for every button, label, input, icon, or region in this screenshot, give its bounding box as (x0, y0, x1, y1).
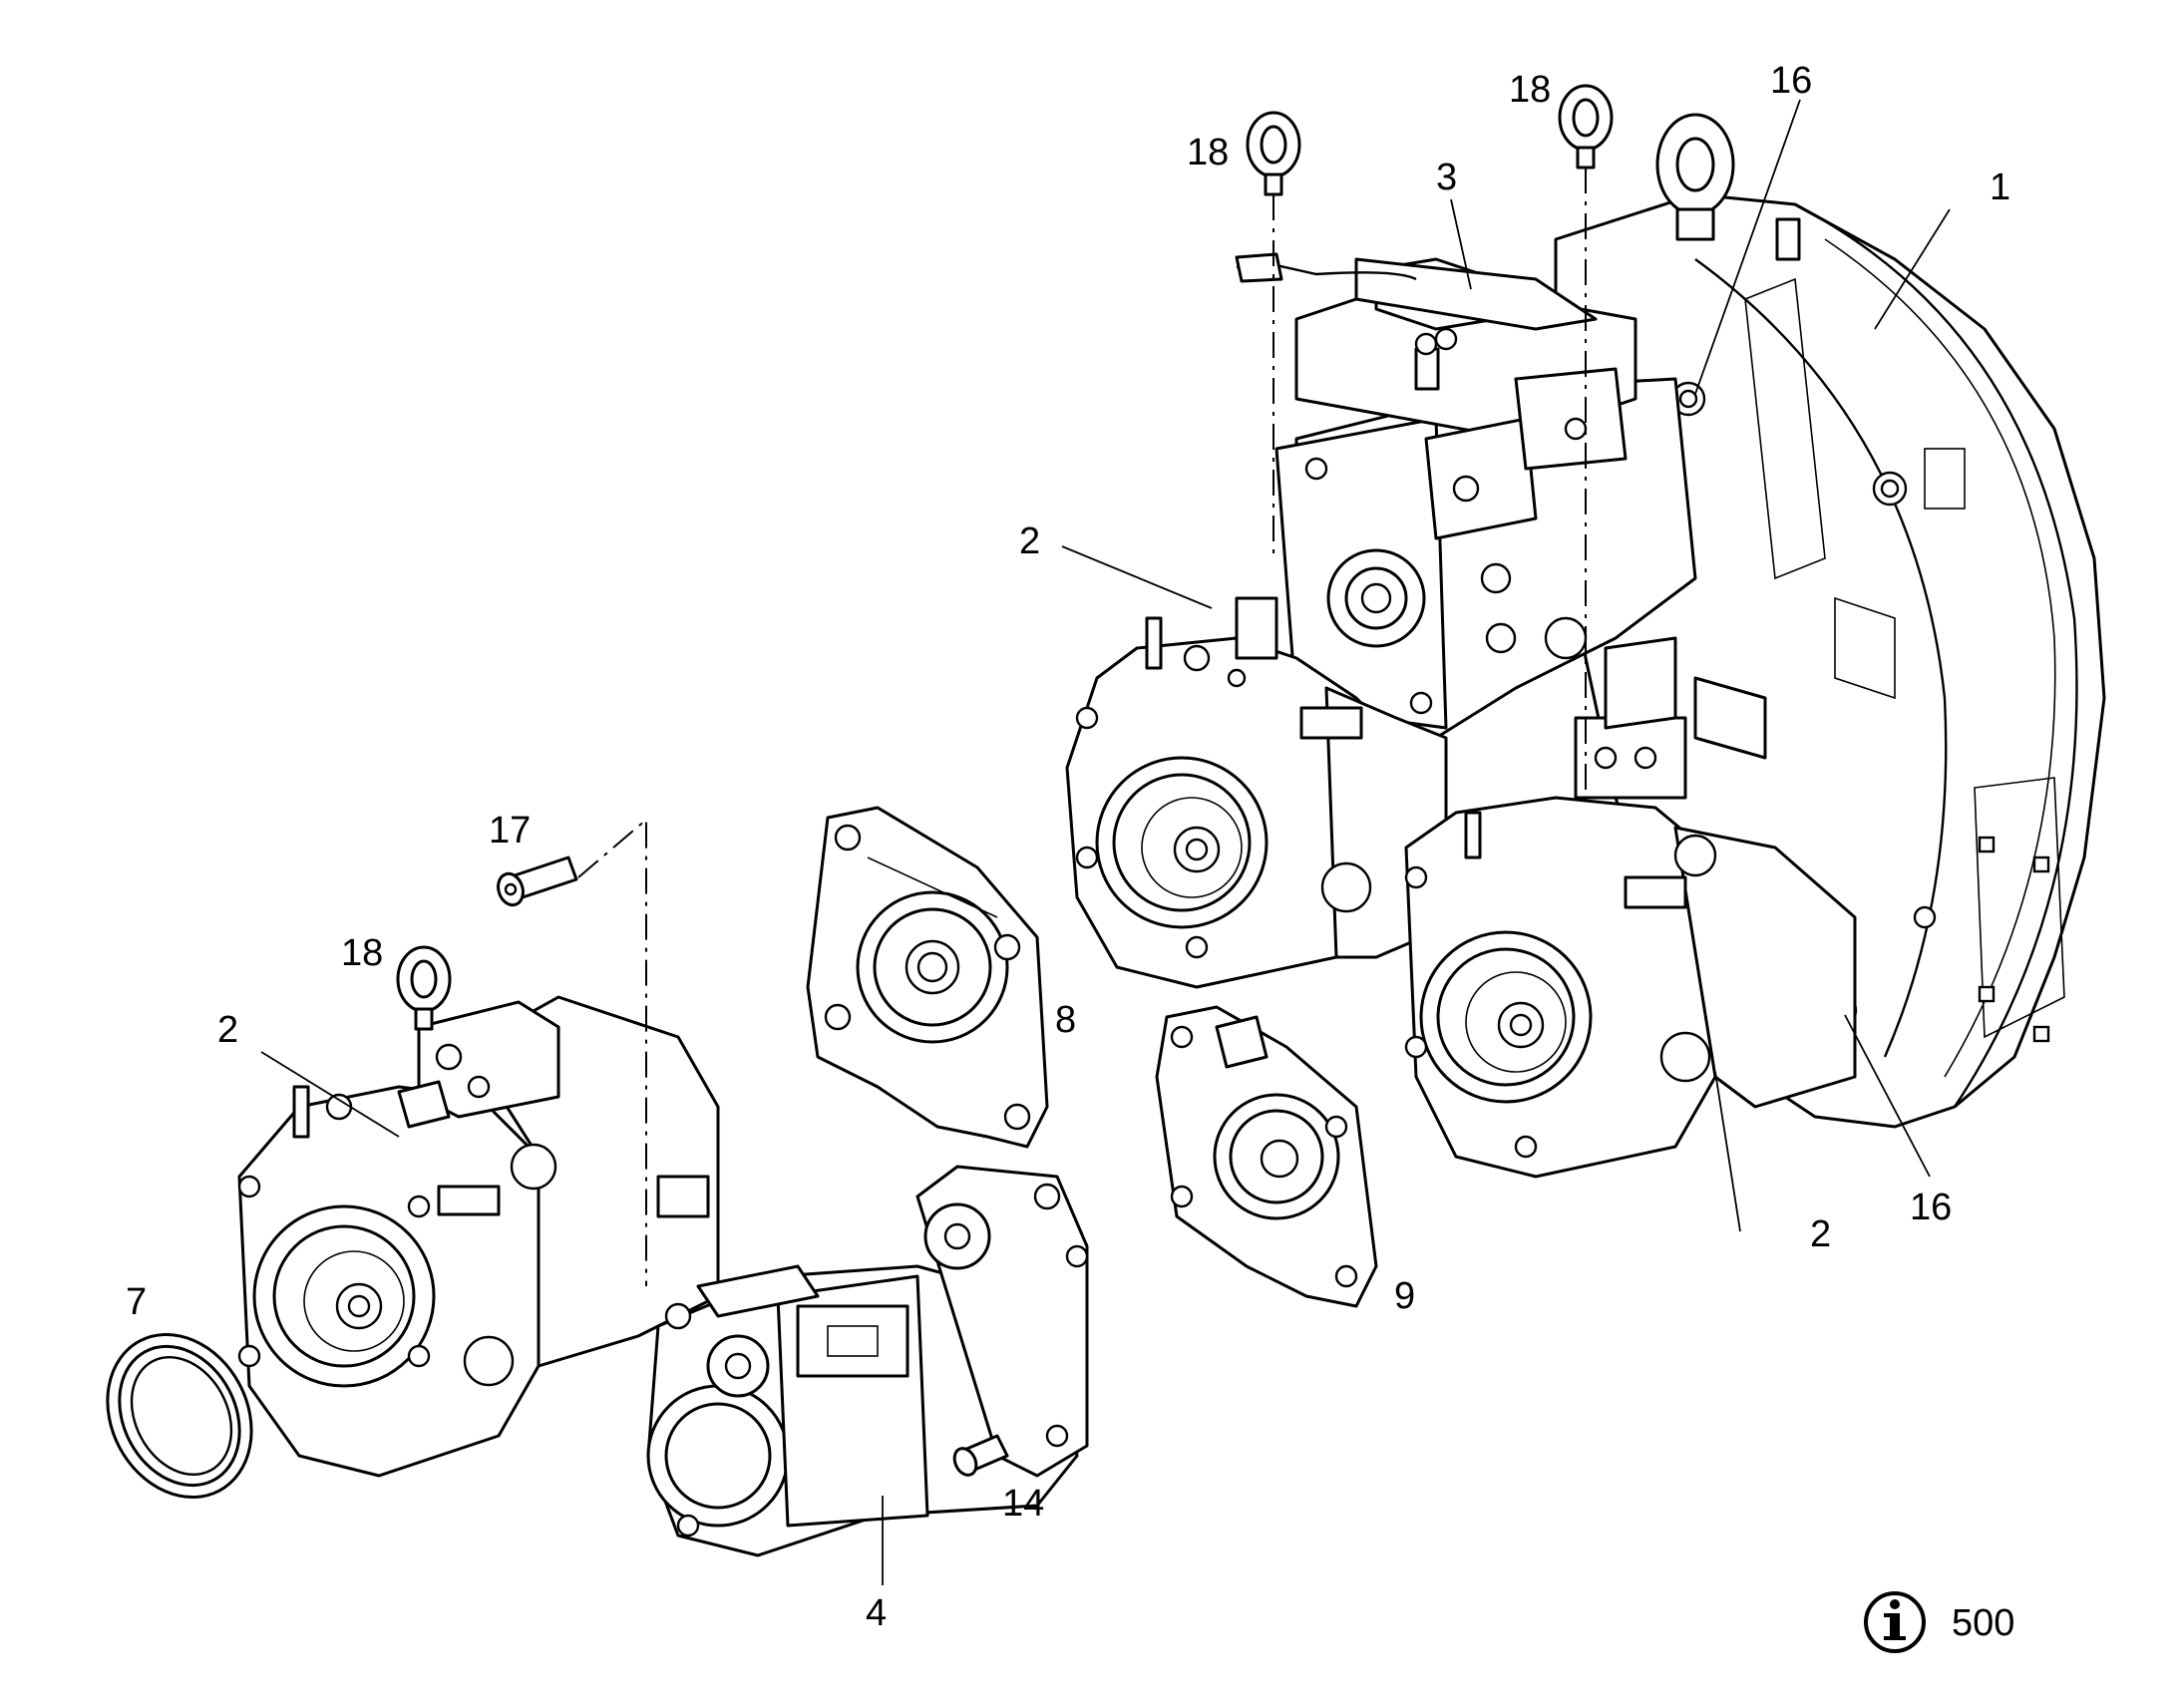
label-part-2-lower: 2 (1810, 1213, 1831, 1255)
part-3-upper-pump (1235, 252, 1697, 740)
part-18-eye-upper-left (1246, 111, 1301, 196)
part-9-plate (1155, 1005, 1378, 1308)
part-7-seal (106, 1332, 253, 1500)
part-2-upper-pump (1065, 596, 1448, 989)
info-reference: 500 (1864, 1591, 2014, 1653)
part-17-screw (497, 855, 578, 907)
label-part-9: 9 (1394, 1275, 1415, 1317)
label-part-1: 1 (1990, 167, 2010, 208)
label-part-7: 7 (126, 1281, 147, 1323)
label-part-2-left: 2 (217, 1009, 238, 1051)
label-part-3: 3 (1436, 157, 1457, 198)
assembly-axes (577, 168, 1587, 1286)
part-labels: 1 2 2 2 3 4 7 8 9 14 16 16 17 18 18 18 (126, 60, 2010, 1634)
info-reference-number: 500 (1952, 1602, 2014, 1644)
label-part-16-upper: 16 (1770, 60, 1812, 102)
part-2-lower-pump (1404, 636, 1857, 1179)
part-8-flange (806, 806, 1049, 1149)
label-part-2-upper: 2 (1019, 520, 1040, 562)
leader-lines (260, 99, 1951, 1585)
part-18-eye-upper-right (1558, 84, 1614, 170)
label-part-14: 14 (1002, 1483, 1044, 1525)
label-part-18-upper-right: 18 (1509, 69, 1551, 111)
part-14-screw (952, 1434, 1009, 1477)
label-part-18-left: 18 (341, 932, 383, 974)
label-part-18-upper-left: 18 (1187, 132, 1229, 173)
part-18-eye-left (396, 945, 452, 1031)
label-part-16-lower: 16 (1910, 1187, 1952, 1228)
label-part-4: 4 (866, 1592, 887, 1634)
label-part-8: 8 (1055, 999, 1076, 1041)
part-2-left-pump (237, 995, 720, 1478)
info-icon (1864, 1591, 1926, 1653)
label-part-17: 17 (489, 810, 531, 852)
part-4-motor (646, 1165, 1089, 1557)
